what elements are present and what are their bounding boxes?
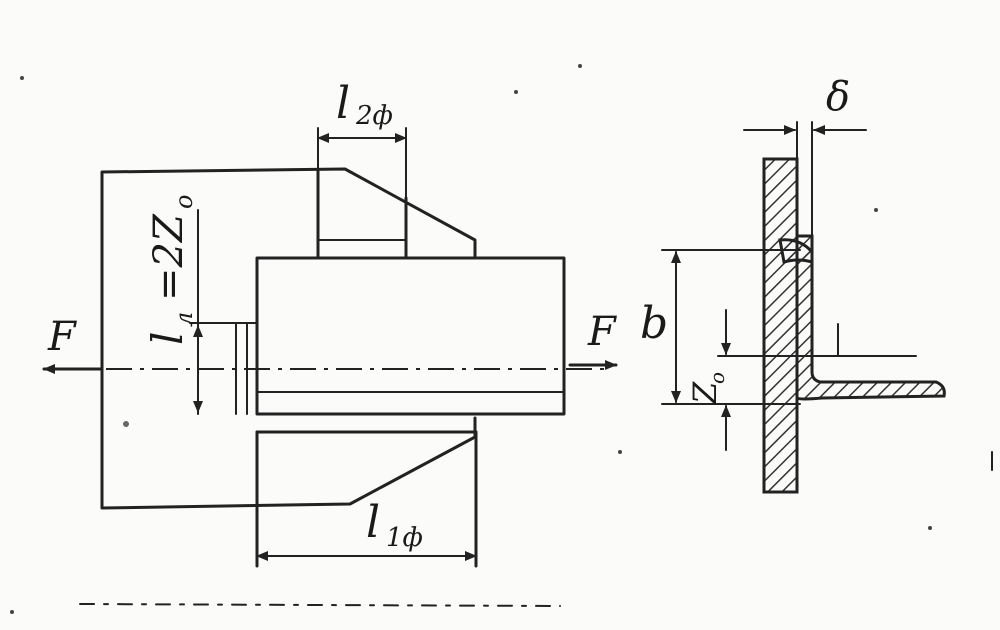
z0-label-group: Z o (686, 372, 729, 405)
lp-equation-subscript: o (170, 195, 198, 209)
lp-equation: =2Z (146, 213, 192, 301)
upper-weld (316, 168, 408, 260)
plan-view: F F l 2ф l 1ф l л =2Z o (42, 78, 618, 568)
z0-label: Z (686, 381, 724, 405)
lp-label-group: l л =2Z o (143, 195, 198, 345)
delta-label: δ (826, 74, 850, 120)
b-label: b (640, 298, 668, 349)
lp-subscript: л (170, 312, 198, 327)
l1-label: l (366, 497, 380, 548)
angle-member (255, 256, 566, 568)
force-right-label: F (587, 309, 617, 355)
lp-label: l (143, 332, 192, 345)
angle-vertical-leg (795, 234, 946, 401)
gusset-section (762, 157, 799, 494)
scan-noise (10, 64, 993, 614)
z0-subscript: o (705, 372, 729, 384)
force-left-label: F (47, 314, 77, 360)
l2-label: l (336, 78, 350, 129)
l1-subscript: 1ф (386, 523, 423, 553)
section-view: δ b Z o (640, 74, 946, 494)
l2-subscript: 2ф (355, 101, 393, 131)
